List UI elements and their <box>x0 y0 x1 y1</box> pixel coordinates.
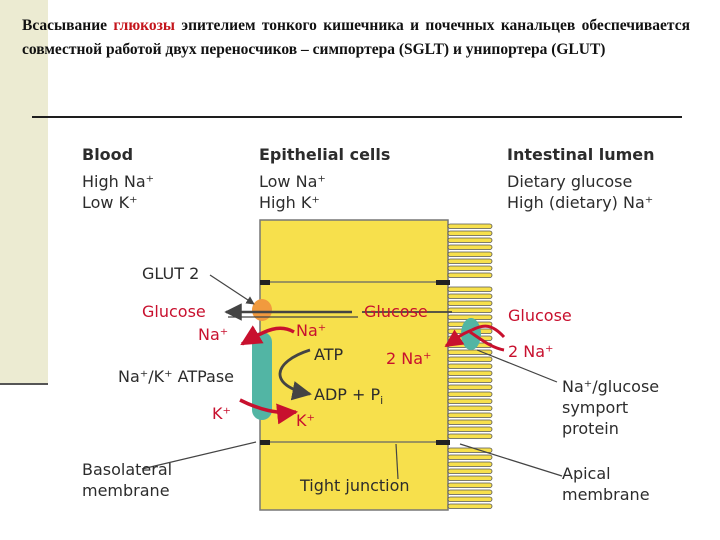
microvillus <box>447 230 493 236</box>
blood-title: Blood <box>82 145 133 164</box>
glucose-cell-label: Glucose <box>364 302 428 321</box>
glucose-transport-diagram: Blood High Na⁺ Low K⁺ Epithelial cells L… <box>52 124 684 528</box>
symport-label-3: protein <box>562 419 619 438</box>
tight-junction-label: Tight junction <box>299 476 410 495</box>
microvillus <box>447 377 493 383</box>
heading-part2: эпителием тонкого кишечника и почечных к… <box>22 17 690 58</box>
basolateral-pointer <box>141 441 257 470</box>
microvillus <box>447 496 493 502</box>
tight-junctions <box>260 280 450 445</box>
slide-heading: Всасывание глюкозы эпителием тонкого киш… <box>22 14 690 62</box>
microvillus <box>447 391 493 397</box>
heading-part1: Всасывание <box>22 17 114 34</box>
microvillus <box>447 461 493 467</box>
microvillus <box>447 447 493 453</box>
lumen-line2: High (dietary) Na⁺ <box>507 193 653 212</box>
microvillus <box>447 258 493 264</box>
microvillus <box>447 307 493 313</box>
microvillus <box>447 503 493 509</box>
microvillus <box>447 293 493 299</box>
microvillus <box>447 419 493 425</box>
microvillus <box>447 272 493 278</box>
basolateral-label-1: Basolateral <box>82 460 172 479</box>
side-bar-underline <box>0 383 48 385</box>
apical-pointer <box>459 443 563 477</box>
sglt-na-arrow-cell <box>444 328 473 348</box>
microvillus <box>447 370 493 376</box>
microvillus <box>447 426 493 432</box>
microvillus <box>447 468 493 474</box>
apical-label-1: Apical <box>562 464 611 483</box>
epithelial-title: Epithelial cells <box>259 145 390 164</box>
microvillus <box>447 489 493 495</box>
symport-pointer <box>476 349 558 383</box>
slide-side-bar <box>0 0 48 385</box>
microvillus <box>447 384 493 390</box>
microvillus <box>447 433 493 439</box>
adp-label: ADP + Pi <box>314 385 383 407</box>
epithelial-line2: High K⁺ <box>259 193 320 212</box>
microvillus <box>447 265 493 271</box>
k-in-arrow <box>239 398 299 425</box>
blood-line2: Low K⁺ <box>82 193 138 212</box>
k-cell-label: K⁺ <box>296 411 315 430</box>
blood-line1: High Na⁺ <box>82 172 154 191</box>
apical-microvilli <box>447 223 493 509</box>
heading-divider <box>32 116 682 118</box>
microvillus <box>447 405 493 411</box>
microvillus <box>447 482 493 488</box>
atp-hydrolysis-arrow <box>278 348 312 401</box>
microvillus <box>447 223 493 229</box>
microvillus <box>447 475 493 481</box>
na-out-arrow <box>240 325 295 346</box>
symport-label-2: symport <box>562 398 628 417</box>
microvillus <box>447 237 493 243</box>
na-k-atpase-pump <box>252 332 272 420</box>
microvillus <box>447 412 493 418</box>
epithelial-line1: Low Na⁺ <box>259 172 326 191</box>
heading-highlight: глюкозы <box>113 17 175 34</box>
lumen-line1: Dietary glucose <box>507 172 632 191</box>
na-cell-label: Na⁺ <box>296 321 326 340</box>
glucose-lumen-label: Glucose <box>508 306 572 325</box>
atp-label: ATP <box>314 345 343 364</box>
sglt-na-arrow-in <box>471 324 506 339</box>
atpase-label: Na⁺/K⁺ ATPase <box>118 367 234 386</box>
basolateral-label-2: membrane <box>82 481 170 500</box>
tight-junction-pointer <box>395 443 399 480</box>
microvillus <box>447 251 493 257</box>
glut2-pointer <box>209 274 255 305</box>
apical-label-2: membrane <box>562 485 650 504</box>
sglt-arrow-lower <box>469 330 505 352</box>
microvillus <box>447 454 493 460</box>
glucose-blood-label: Glucose <box>142 302 206 321</box>
symport-label-1: Na⁺/glucose <box>562 377 659 396</box>
microvillus <box>447 398 493 404</box>
glut2-label: GLUT 2 <box>142 264 199 283</box>
epithelial-cell-layer <box>259 219 449 511</box>
microvillus <box>447 244 493 250</box>
lumen-title: Intestinal lumen <box>507 145 655 164</box>
microvillus <box>447 286 493 292</box>
na2-lumen-label: 2 Na⁺ <box>508 342 553 361</box>
microvillus <box>447 300 493 306</box>
glut2-transporter <box>252 299 272 321</box>
microvillus <box>447 363 493 369</box>
na-blood-label: Na⁺ <box>198 325 228 344</box>
k-blood-label: K⁺ <box>212 404 231 423</box>
microvillus <box>447 356 493 362</box>
na2-cell-label: 2 Na⁺ <box>386 349 431 368</box>
